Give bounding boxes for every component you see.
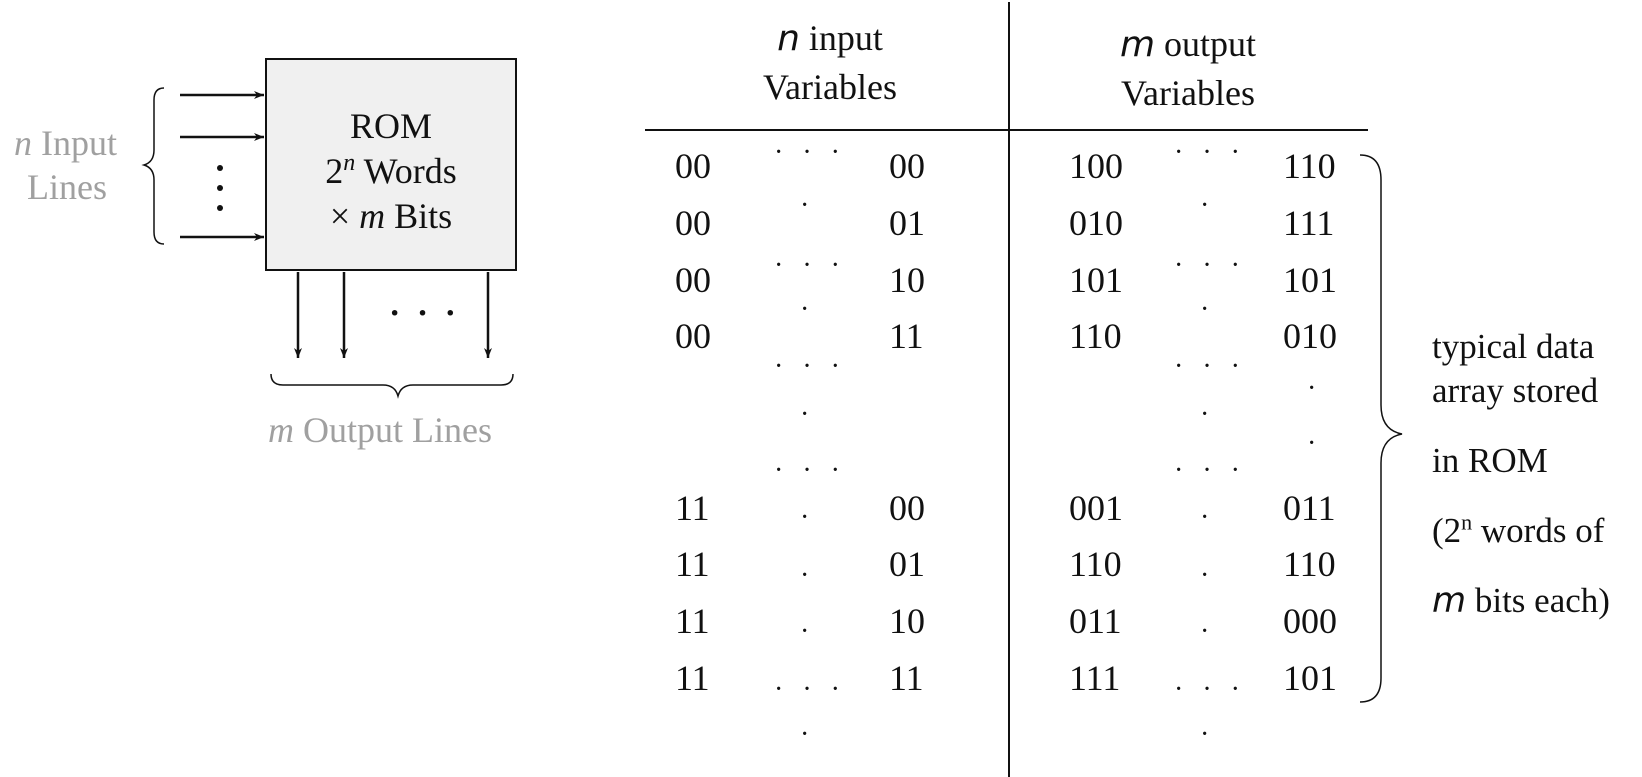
ellipsis-dots: · · · xyxy=(774,250,846,281)
table-cell-out-last: 000 xyxy=(1283,601,1337,641)
table-cell-in-first: 00 xyxy=(675,260,711,300)
output-ellipsis: · · · xyxy=(389,295,461,332)
table-cell-out-first: 101 xyxy=(1069,260,1123,300)
ellipsis-dot: · xyxy=(800,616,810,647)
ellipsis-dots: · · · xyxy=(1174,351,1246,382)
ellipsis-dots: · · · xyxy=(1174,674,1246,705)
input-header: n input Variables xyxy=(763,18,897,107)
table-cell-out-first: 110 xyxy=(1069,316,1122,356)
ellipsis-dots: · · · xyxy=(1174,137,1246,168)
ellipsis-dot: · xyxy=(1200,719,1210,750)
table-cell-in-last: 01 xyxy=(889,203,925,243)
table-cell-out-first: 011 xyxy=(1069,601,1122,641)
table-cell-in-first: 00 xyxy=(675,203,711,243)
data-array-brace xyxy=(1359,154,1403,703)
table-cell-in-last: 00 xyxy=(889,146,925,186)
note-line-2: array stored xyxy=(1432,371,1599,410)
rom-bits: × m Bits xyxy=(329,196,453,236)
ellipsis-dot: · xyxy=(800,399,810,430)
input-dot xyxy=(217,165,223,171)
ellipsis-dot: · xyxy=(1307,373,1317,404)
ellipsis-dot: · xyxy=(800,502,810,533)
table-cell-in-last: 01 xyxy=(889,544,925,584)
table-cell-in-first: 11 xyxy=(675,488,710,528)
input-dot xyxy=(217,185,223,191)
table-cell-out-last: 101 xyxy=(1283,260,1337,300)
ellipsis-dots: · · · xyxy=(774,351,846,382)
rom-block: ROM 2n Words × m Bits xyxy=(265,58,517,271)
table-cell-in-first: 00 xyxy=(675,146,711,186)
ellipsis-dot: · xyxy=(1200,502,1210,533)
ellipsis-dot: · xyxy=(800,560,810,591)
ellipsis-dot: · xyxy=(1200,616,1210,647)
ellipsis-dots: · · · xyxy=(1174,250,1246,281)
rom-title: ROM xyxy=(349,106,433,146)
ellipsis-dot: · xyxy=(800,294,810,325)
note-line-4: (2n words of xyxy=(1432,509,1605,550)
note-line-1: typical data xyxy=(1432,327,1595,366)
output-brace xyxy=(270,373,514,399)
ellipsis-dots: · · · xyxy=(774,455,846,486)
ellipsis-dot: · xyxy=(1200,399,1210,430)
table-cell-out-last: 101 xyxy=(1283,658,1337,698)
input-lines-label: n Input xyxy=(14,123,117,163)
input-lines-label-2: Lines xyxy=(27,167,107,207)
ellipsis-dots: · · · xyxy=(1174,455,1246,486)
table-cell-out-last: 111 xyxy=(1283,203,1335,243)
table-cell-in-first: 11 xyxy=(675,601,710,641)
rom-words: 2n Words xyxy=(325,150,457,191)
table-cell-out-first: 110 xyxy=(1069,544,1122,584)
table-cell-out-first: 001 xyxy=(1069,488,1123,528)
table-cell-in-last: 10 xyxy=(889,260,925,300)
table-cell-in-last: 11 xyxy=(889,658,924,698)
ellipsis-dot: · xyxy=(1200,560,1210,591)
table-cell-out-last: 010 xyxy=(1283,316,1337,356)
ellipsis-dot: · xyxy=(1200,294,1210,325)
note-line-3: in ROM xyxy=(1432,441,1548,480)
table-cell-in-last: 11 xyxy=(889,316,924,356)
table-cell-in-first: 11 xyxy=(675,658,710,698)
table-cell-in-first: 00 xyxy=(675,316,711,356)
output-lines-label: m Output Lines xyxy=(268,410,492,450)
input-dot xyxy=(217,205,223,211)
table-cell-out-first: 100 xyxy=(1069,146,1123,186)
input-brace xyxy=(141,87,165,245)
note-line-5: m bits each) xyxy=(1432,581,1610,621)
table-cell-out-first: 111 xyxy=(1069,658,1121,698)
table-cell-out-last: 110 xyxy=(1283,146,1336,186)
ellipsis-dot: · xyxy=(1307,428,1317,459)
ellipsis-dot: · xyxy=(800,719,810,750)
table-cell-in-first: 11 xyxy=(675,544,710,584)
table-cell-in-last: 00 xyxy=(889,488,925,528)
table-cell-out-last: 011 xyxy=(1283,488,1336,528)
table-cell-out-first: 010 xyxy=(1069,203,1123,243)
ellipsis-dot: · xyxy=(800,190,810,221)
table-cell-in-last: 10 xyxy=(889,601,925,641)
table-cell-out-last: 110 xyxy=(1283,544,1336,584)
ellipsis-dots: · · · xyxy=(774,137,846,168)
output-header: m output Variables xyxy=(1119,24,1257,113)
ellipsis-dot: · xyxy=(1200,190,1210,221)
ellipsis-dots: · · · xyxy=(774,674,846,705)
